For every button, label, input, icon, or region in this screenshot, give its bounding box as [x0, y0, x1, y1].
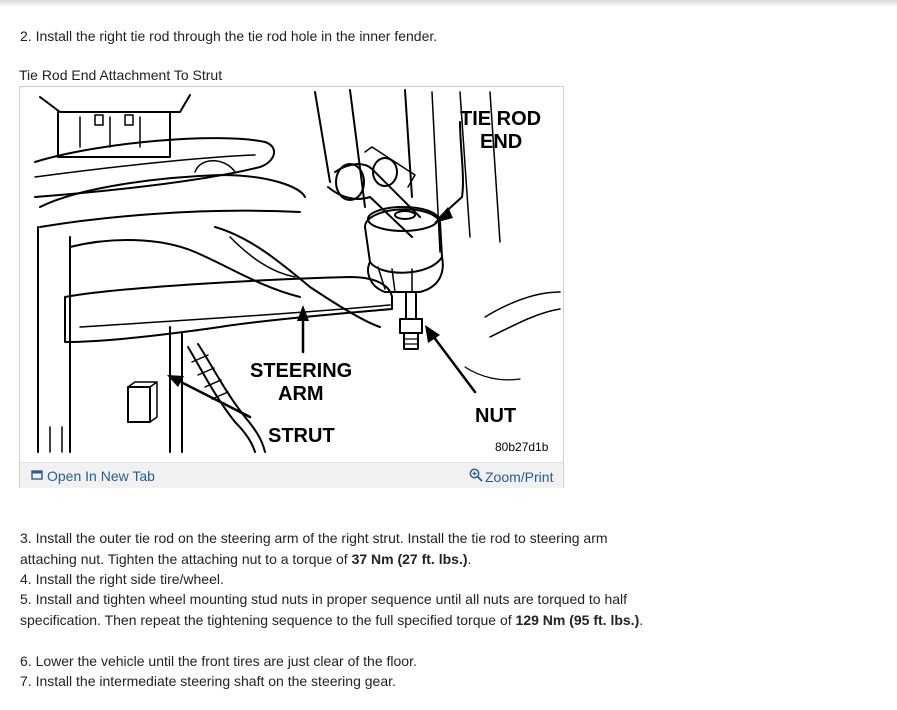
label-tie-rod: TIE ROD	[460, 108, 541, 130]
open-in-new-tab-link[interactable]: Open In New Tab	[31, 468, 155, 484]
step-3: 3. Install the outer tie rod on the stee…	[20, 528, 660, 569]
step-5-text: 5. Install and tighten wheel mounting st…	[20, 591, 628, 628]
step-4: 4. Install the right side tire/wheel.	[20, 571, 224, 587]
step-2: 2. Install the right tie rod through the…	[20, 28, 438, 44]
step-3-torque: 37 Nm (27 ft. lbs.)	[351, 550, 468, 567]
figure-footer: Open In New Tab Zoom/Print	[20, 462, 563, 488]
label-tie-rod-end: END	[480, 131, 522, 153]
open-in-new-tab-label: Open In New Tab	[47, 468, 155, 484]
label-steering: STEERING	[250, 360, 352, 382]
zoom-print-link[interactable]: Zoom/Print	[469, 468, 553, 485]
open-tab-icon	[31, 468, 43, 484]
step-7: 7. Install the intermediate steering sha…	[20, 673, 396, 689]
label-arm: ARM	[278, 383, 324, 405]
figure-caption: Tie Rod End Attachment To Strut	[19, 67, 223, 83]
step-6: 6. Lower the vehicle until the front tir…	[20, 653, 417, 669]
zoom-print-label: Zoom/Print	[485, 468, 554, 485]
figure-panel: TIE ROD END STEERING ARM STRUT NUT 80b27…	[19, 86, 564, 488]
label-strut: STRUT	[268, 425, 335, 447]
label-nut: NUT	[475, 405, 516, 427]
step-5-torque: 129 Nm (95 ft. lbs.)	[515, 611, 640, 628]
step-3-text: 3. Install the outer tie rod on the stee…	[20, 530, 608, 567]
step-3-end: .	[467, 550, 472, 567]
zoom-icon	[469, 468, 483, 485]
step-5: 5. Install and tighten wheel mounting st…	[20, 589, 660, 630]
tie-rod-illustration: TIE ROD END STEERING ARM STRUT NUT 80b27…	[34, 89, 561, 454]
top-bar	[0, 0, 897, 7]
figure-code: 80b27d1b	[495, 440, 549, 454]
step-5-end: .	[639, 611, 644, 628]
